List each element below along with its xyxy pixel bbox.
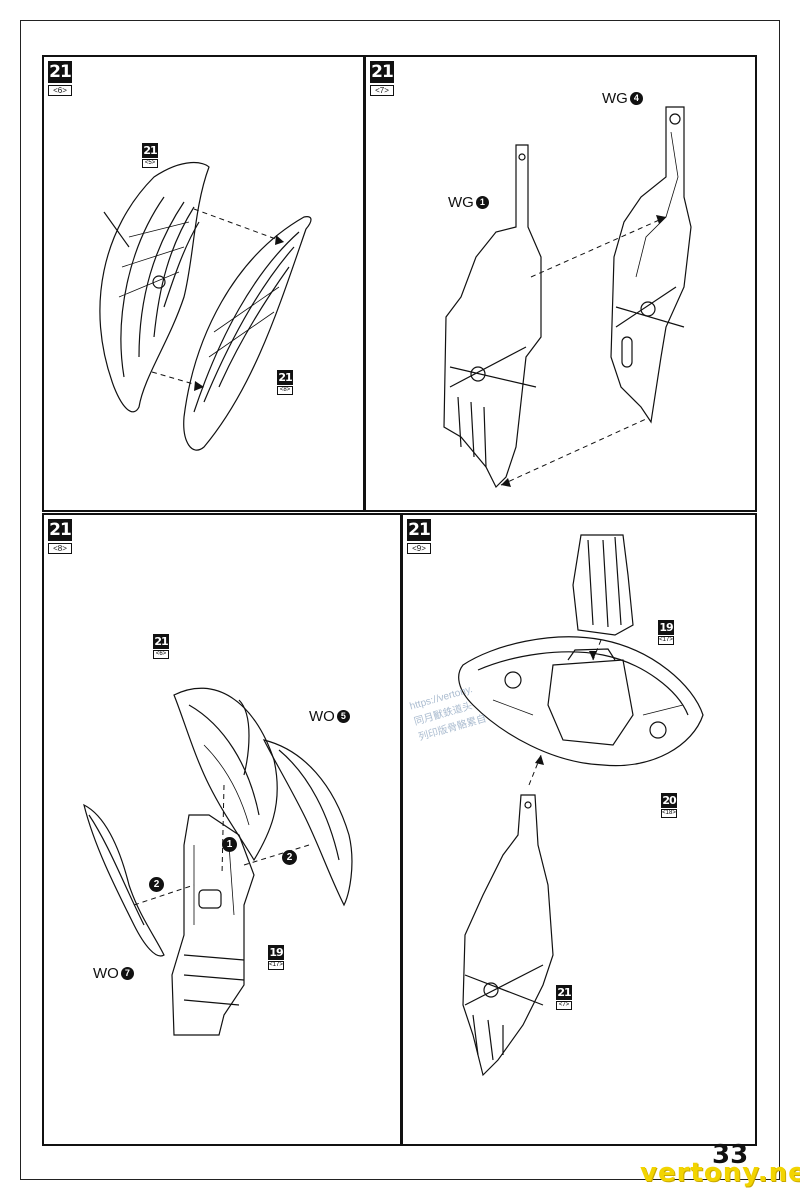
step-substep: <6>: [48, 85, 72, 96]
page-frame: [20, 20, 780, 1180]
ref-21-5: 21 <5>: [142, 143, 158, 168]
step-badge: 21 <9>: [407, 519, 431, 554]
ref-21-6: 21 <6>: [153, 634, 169, 659]
ref-19-17: 19 <17>: [268, 945, 284, 970]
step-panel-21-9: 21 <9> 19 <17> 20: [401, 513, 757, 1146]
step-badge: 21 <8>: [48, 519, 72, 554]
ref-21-8: 21 <8>: [277, 370, 293, 395]
step-panel-21-8: 21 <8> 1 2 2 21 <6> 19 <17>: [42, 513, 402, 1146]
ref-21-7: 21 <7>: [556, 985, 572, 1010]
step-badge: 21 <6>: [48, 61, 72, 96]
page-number: 33: [712, 1140, 749, 1170]
ref-20-18: 20 <18>: [661, 793, 677, 818]
step-badge: 21 <7>: [370, 61, 394, 96]
wing-frame-illustration: [443, 106, 692, 489]
body-mount-illustration: [458, 534, 704, 1077]
step-number: 21: [48, 61, 72, 83]
site-watermark: vertony.net: [640, 1158, 800, 1188]
order-mark-1: 1: [222, 837, 237, 852]
wing-cover-illustration: [99, 162, 312, 451]
order-mark-2a: 2: [282, 850, 297, 865]
ref-19-17: 19 <17>: [658, 620, 674, 645]
wing-assembly-illustration: [83, 687, 353, 1036]
step-panel-21-6: 21 <6> 21 <5> 21 <8>: [42, 55, 365, 512]
order-mark-2b: 2: [149, 877, 164, 892]
